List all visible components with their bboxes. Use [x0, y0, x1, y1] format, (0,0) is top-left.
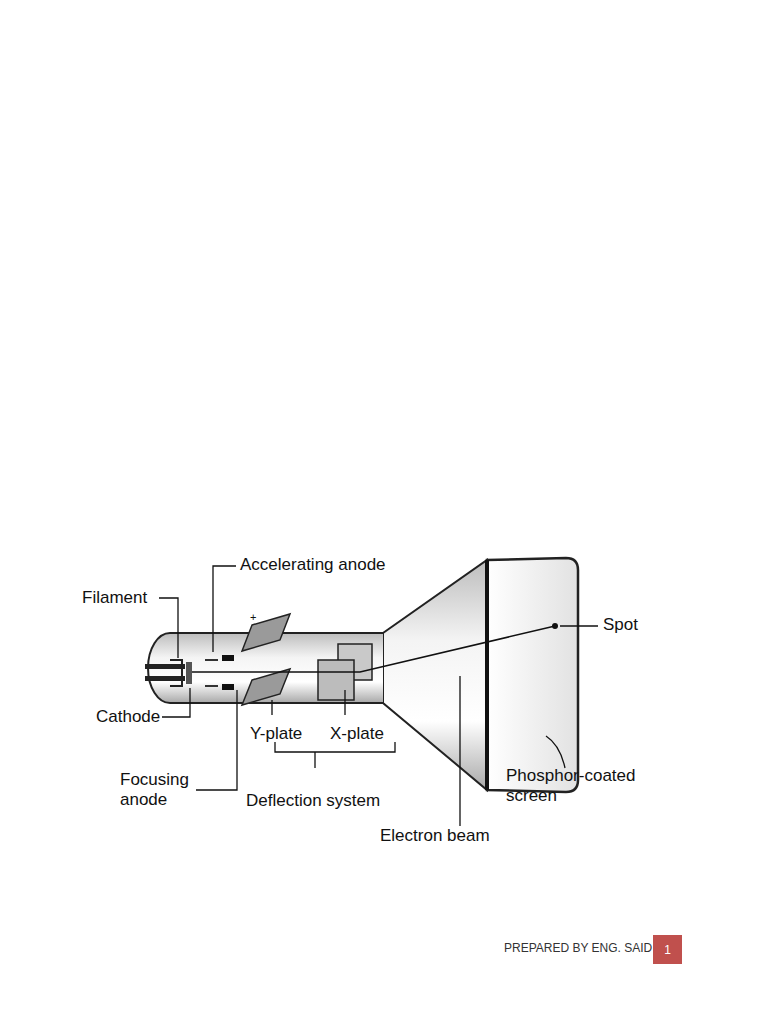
y-plate-symbol	[242, 614, 290, 651]
phosphor-screen	[487, 558, 578, 792]
spot-dot	[552, 623, 558, 629]
leader-line	[272, 690, 345, 715]
footer-text: PREPARED BY ENG. SAID	[504, 941, 652, 956]
y-plate-symbol	[242, 669, 290, 705]
cathode-symbol	[186, 662, 192, 684]
part-label: Deflection system	[246, 791, 380, 811]
tube-funnel	[383, 560, 487, 790]
part-label: +	[250, 610, 256, 624]
part-label: Y-plate	[250, 724, 302, 744]
x-plate-symbol	[318, 660, 354, 700]
part-label: Filament	[82, 588, 147, 608]
part-label: Phosphor-coated screen	[506, 766, 656, 806]
bracket	[275, 742, 395, 768]
electron-beam	[192, 626, 555, 672]
pin	[145, 664, 185, 669]
pin	[145, 676, 185, 681]
leader-line	[213, 566, 236, 652]
part-label: X-plate	[330, 724, 384, 744]
leader-line	[196, 690, 237, 790]
leader-line	[459, 676, 460, 826]
page-number: 1	[664, 943, 671, 957]
part-label: Electron beam	[380, 826, 490, 846]
part-label: Focusing anode	[120, 770, 196, 810]
screen-rim	[485, 560, 489, 790]
page-number-box: 1	[653, 935, 682, 964]
leader-line	[159, 598, 178, 658]
leader-line	[560, 625, 598, 626]
part-label: Spot	[603, 615, 638, 635]
anode-symbol	[222, 655, 234, 661]
leader-line	[162, 688, 190, 717]
part-label: Accelerating anode	[240, 555, 386, 575]
leader-line	[546, 736, 565, 768]
anode-symbol	[205, 660, 218, 686]
anode-symbol	[222, 684, 234, 690]
filament-symbol	[170, 660, 182, 686]
part-label: Cathode	[96, 707, 160, 727]
